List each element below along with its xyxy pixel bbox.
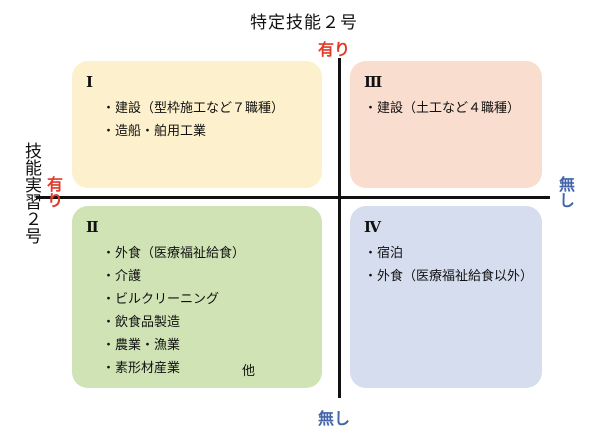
left-axis-title: 技能実習２号 (21, 142, 41, 244)
vertical-axis (338, 58, 341, 398)
quadrant-2-item: ・介護 (102, 269, 142, 284)
horizontal-axis (36, 196, 550, 199)
quadrant-3-numeral: Ⅲ (364, 73, 383, 91)
right-axis-end-label: 無し (556, 176, 575, 208)
quadrant-2: Ⅱ ・外食（医療福祉給食） ・介護 ・ビルクリーニング ・飲食品製造 ・農業・漁… (72, 206, 322, 388)
quadrant-3-item: ・建設（土工など４職種） (364, 101, 521, 116)
quadrant-4-numeral: Ⅳ (364, 218, 382, 236)
quadrant-1-numeral: Ⅰ (86, 73, 94, 91)
top-axis-title: 特定技能２号 (250, 13, 358, 33)
quadrant-2-item: ・農業・漁業 (102, 338, 181, 353)
quadrant-2-numeral: Ⅱ (86, 218, 99, 236)
quadrant-2-item: ・飲食品製造 (102, 315, 181, 330)
top-axis-end-label: 有り (318, 40, 351, 59)
quadrant-1-item: ・建設（型枠施工など７職種） (102, 101, 285, 116)
quadrant-2-item: ・ビルクリーニング (102, 292, 220, 307)
quadrant-2-etc: 他 (242, 364, 256, 379)
quadrant-2-item: ・素形材産業 (102, 361, 181, 376)
quadrant-2-item: ・外食（医療福祉給食） (102, 246, 246, 261)
bottom-axis-end-label: 無し (318, 409, 351, 428)
quadrant-4-item: ・宿泊 (364, 246, 404, 261)
quadrant-1-item: ・造船・舶用工業 (102, 124, 207, 139)
quadrant-4: Ⅳ ・宿泊 ・外食（医療福祉給食以外） (350, 206, 542, 388)
left-axis-end-label: 有り (44, 176, 63, 208)
quadrant-1: Ⅰ ・建設（型枠施工など７職種） ・造船・舶用工業 (72, 61, 322, 188)
quadrant-4-item: ・外食（医療福祉給食以外） (364, 269, 534, 284)
quadrant-3: Ⅲ ・建設（土工など４職種） (350, 61, 542, 188)
